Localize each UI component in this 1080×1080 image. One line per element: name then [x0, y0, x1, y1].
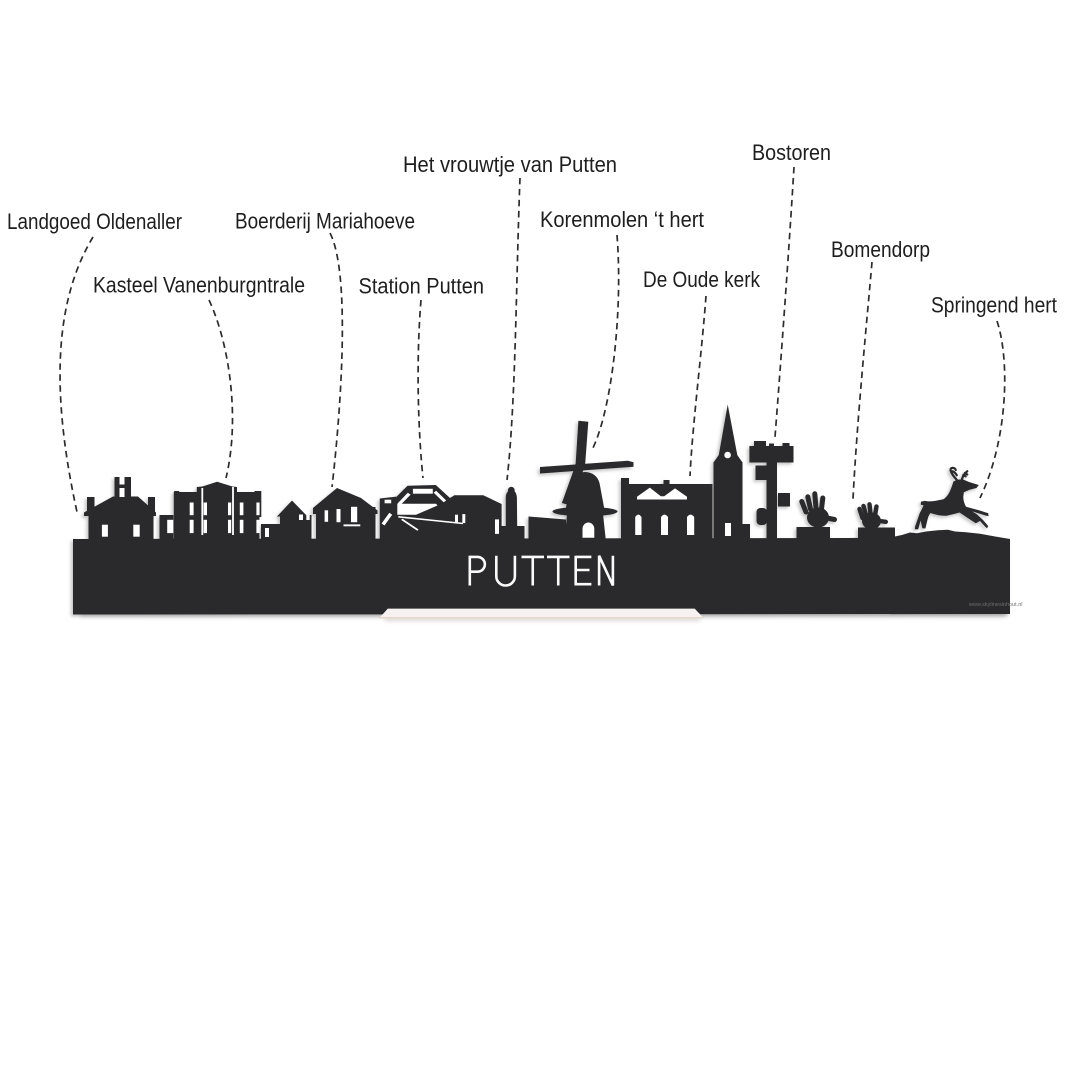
svg-text:Boerderij Mariahoeve: Boerderij Mariahoeve — [235, 209, 415, 234]
svg-text:De Oude kerk: De Oude kerk — [643, 267, 761, 292]
svg-text:Bostoren: Bostoren — [752, 140, 831, 165]
svg-text:Kasteel Vanenburgntrale: Kasteel Vanenburgntrale — [93, 273, 305, 298]
svg-text:Station Putten: Station Putten — [359, 274, 485, 299]
svg-text:Bomendorp: Bomendorp — [831, 237, 930, 262]
svg-text:Het vrouwtje van Putten: Het vrouwtje van Putten — [403, 152, 617, 177]
svg-text:www.skylinesinhout.nl: www.skylinesinhout.nl — [968, 602, 1023, 608]
svg-text:Springend hert: Springend hert — [931, 293, 1057, 318]
svg-text:Korenmolen ‘t hert: Korenmolen ‘t hert — [540, 207, 704, 232]
svg-text:Landgoed Oldenaller: Landgoed Oldenaller — [7, 209, 182, 234]
